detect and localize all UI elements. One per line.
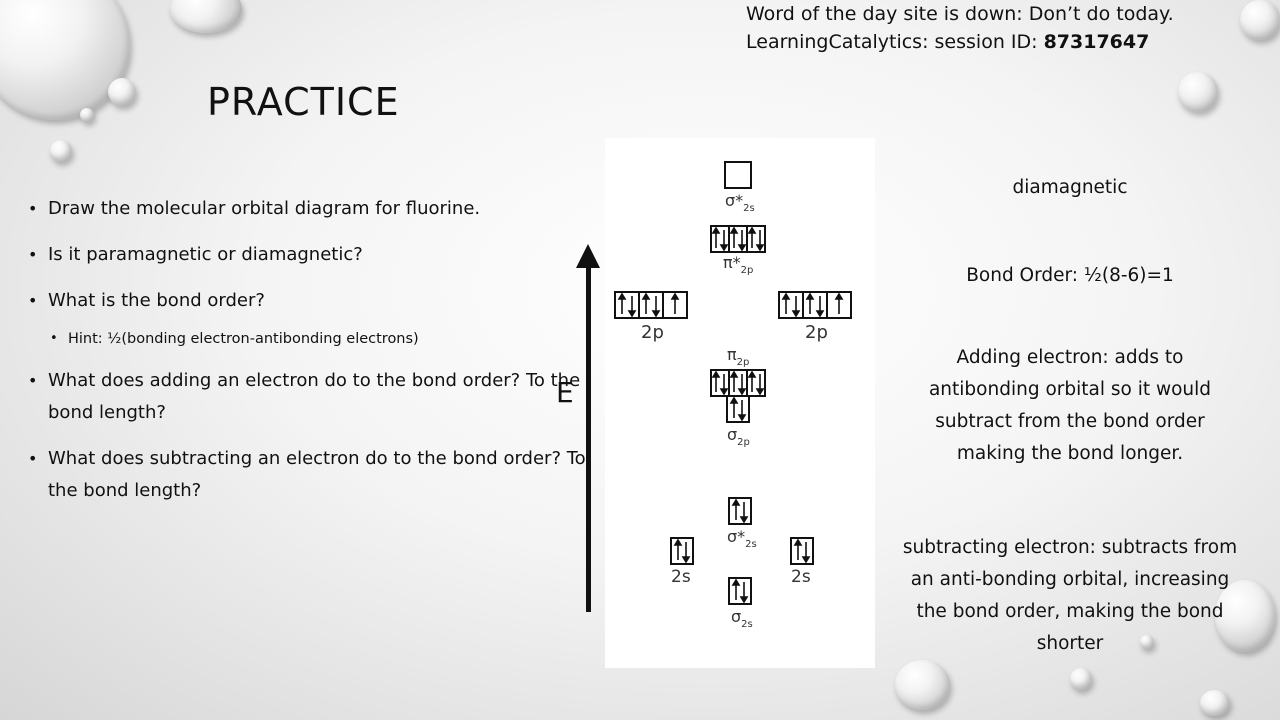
label-sigma-star-2s: σ*2s: [727, 527, 757, 550]
header-note-line2: LearningCatalytics: session ID: 87317647: [746, 28, 1174, 56]
orbital-box: [724, 161, 752, 189]
bullet-item: What does subtracting an electron do to …: [28, 443, 588, 507]
electron-arrows: [617, 226, 844, 604]
label-sigma-star-top: σ*2s: [725, 191, 755, 214]
answer-adding-electron: Adding electron: adds to antibonding orb…: [928, 347, 1212, 464]
mo-diagram: σ*2s π*2p 2p 2p π2p σ2p σ*2s 2s 2s σ2s: [605, 138, 875, 668]
bullet-item: Draw the molecular orbital diagram for f…: [28, 193, 588, 225]
bullet-item: What is the bond order?: [28, 285, 588, 317]
label-sigma-2s: σ2s: [731, 607, 753, 630]
water-drop-decoration: [1178, 72, 1218, 112]
label-left-2p: 2p: [641, 322, 664, 343]
bullet-item: What does adding an electron do to the b…: [28, 365, 588, 429]
energy-axis-label: E: [556, 376, 574, 409]
header-note: Word of the day site is down: Don’t do t…: [746, 0, 1174, 56]
energy-arrow-shaft: [586, 262, 591, 612]
water-drop-decoration: [1200, 690, 1230, 716]
water-drop-decoration: [108, 78, 136, 106]
session-label: LearningCatalytics: session ID:: [746, 31, 1044, 53]
water-drop-decoration: [170, 0, 242, 33]
water-drop-decoration: [0, 0, 130, 120]
label-pi-star-2p: π*2p: [723, 253, 753, 276]
session-id: 87317647: [1043, 31, 1150, 53]
header-note-line1: Word of the day site is down: Don’t do t…: [746, 3, 1174, 25]
label-right-2s: 2s: [791, 567, 811, 587]
label-right-2p: 2p: [805, 322, 828, 343]
answer-subtracting-electron: subtracting electron: subtracts from an …: [902, 537, 1238, 654]
slide-title: PRACTICE: [207, 80, 400, 124]
answer-bond-order: Bond Order: ½(8-6)=1: [966, 265, 1174, 286]
answer-magnetism: diamagnetic: [1012, 177, 1128, 198]
label-left-2s: 2s: [671, 567, 691, 587]
water-drop-decoration: [895, 660, 950, 710]
label-pi-2p: π2p: [727, 345, 749, 368]
label-sigma-2p: σ2p: [727, 425, 750, 448]
water-drop-decoration: [1215, 580, 1275, 652]
water-drop-decoration: [1240, 0, 1280, 40]
question-list: Draw the molecular orbital diagram for f…: [28, 193, 588, 521]
mo-diagram-svg: σ*2s π*2p 2p 2p π2p σ2p σ*2s 2s 2s σ2s: [614, 161, 852, 630]
water-drop-decoration: [1070, 668, 1092, 690]
water-drop-decoration: [50, 140, 72, 162]
bullet-item: Is it paramagnetic or diamagnetic?: [28, 239, 588, 271]
water-drop-decoration: [80, 108, 94, 122]
sub-bullet-item: Hint: ½(bonding electron-antibonding ele…: [28, 323, 588, 355]
water-drop-decoration: [1140, 635, 1154, 649]
